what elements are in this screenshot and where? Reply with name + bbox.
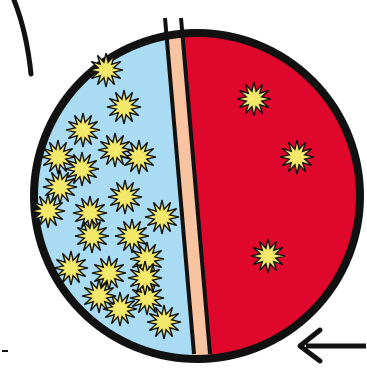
outer-arc-stroke [14, 0, 31, 74]
arrow-icon [300, 330, 366, 361]
